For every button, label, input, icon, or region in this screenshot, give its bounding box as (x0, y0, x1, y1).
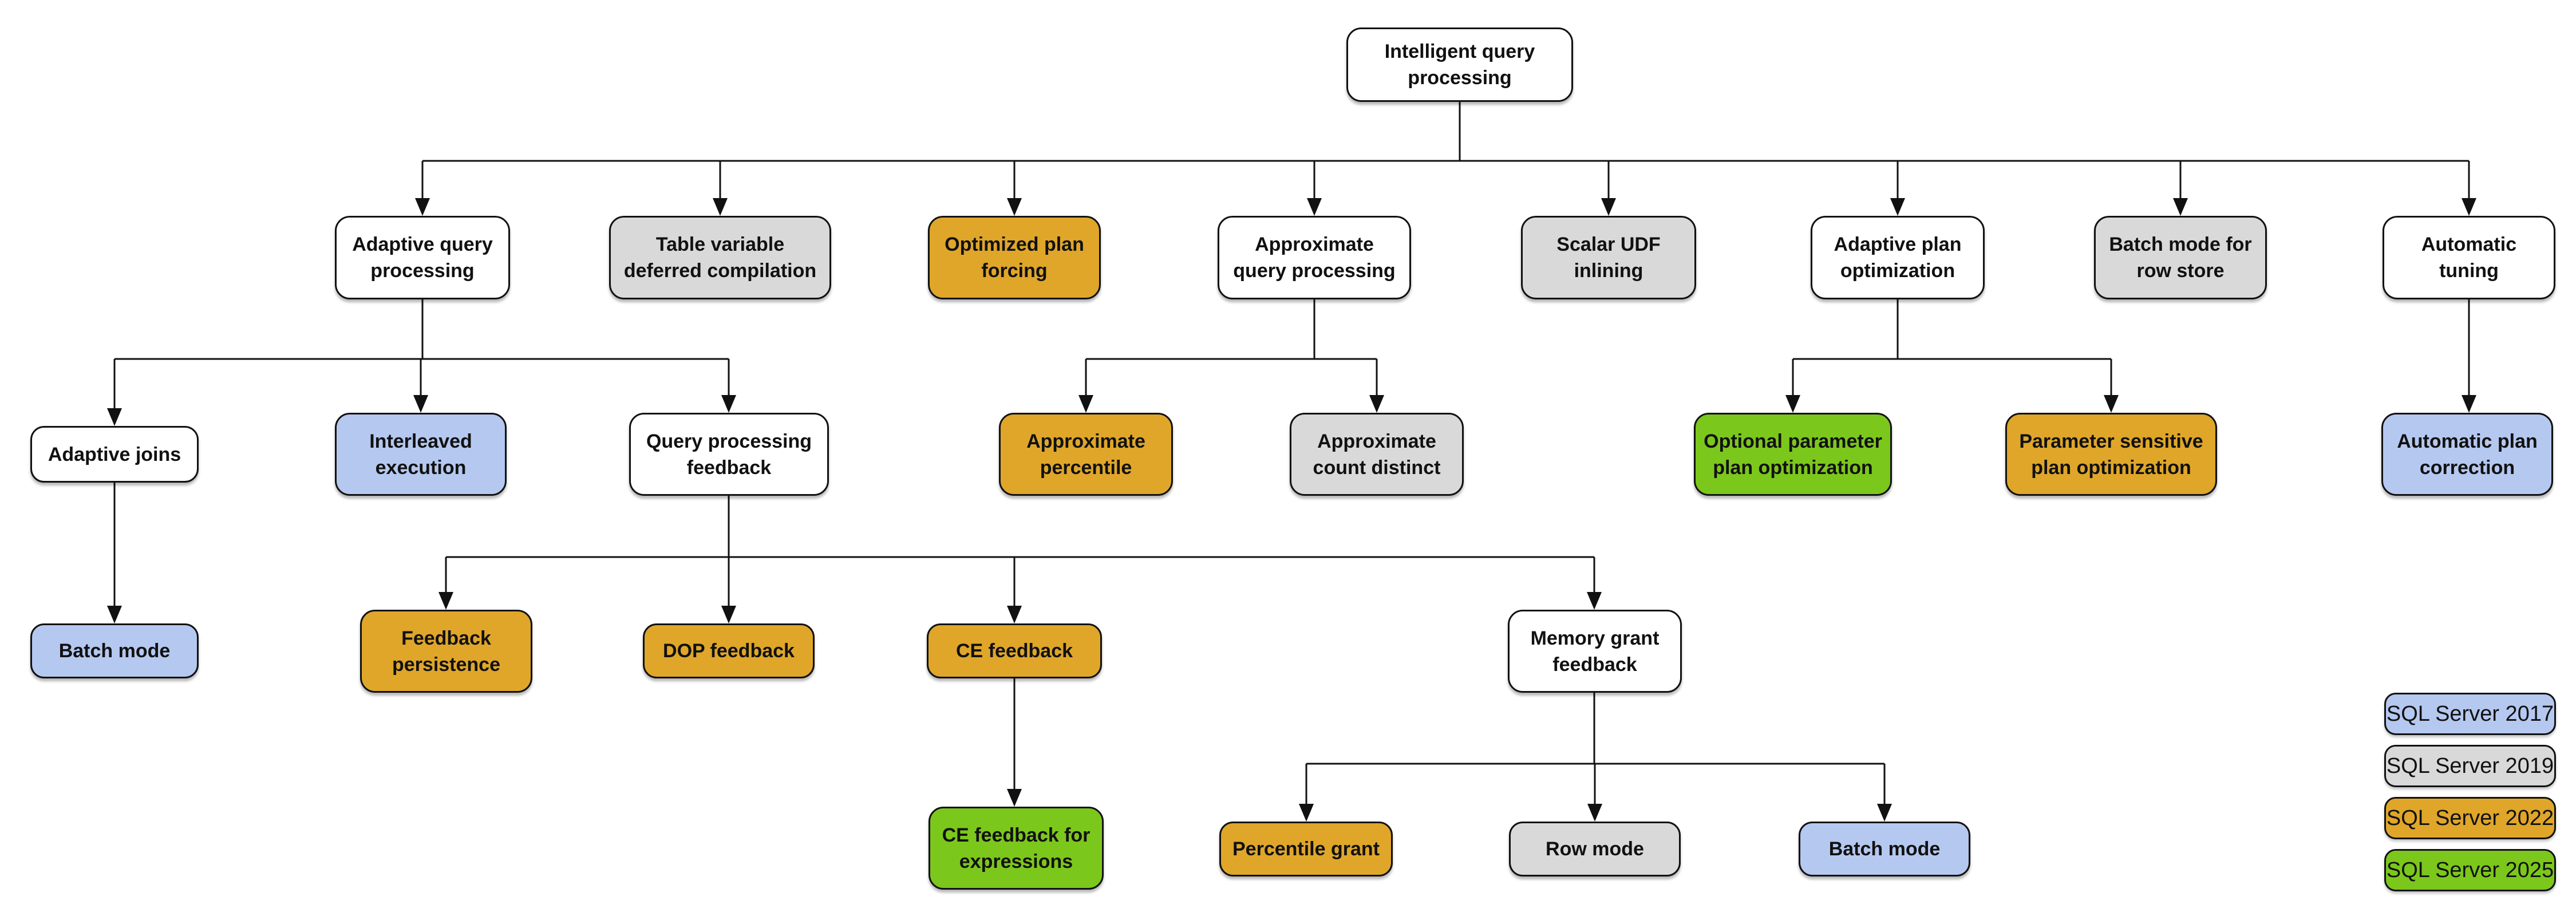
node-label: Batch mode for (2109, 234, 2252, 255)
node-label: row store (2136, 260, 2225, 282)
node-automatic-tuning: Automatic tuning (2383, 216, 2555, 299)
node-label: Approximate (1026, 430, 1145, 452)
node-label: Scalar UDF (1556, 234, 1661, 255)
legend-sql-server-2019: SQL Server 2019 (2384, 745, 2556, 787)
node-label: feedback (1552, 653, 1637, 676)
node-label: query processing (1233, 260, 1396, 282)
node-label: Parameter sensitive (2019, 430, 2203, 452)
node-label: Intelligent query (1384, 41, 1535, 62)
node-ce-feedback: CE feedback (927, 623, 1102, 678)
node-label: count distinct (1313, 456, 1441, 479)
node-label: Approximate (1255, 234, 1374, 255)
legend-label: SQL Server 2022 (2386, 806, 2554, 830)
node-batch-mode-for-row-store: Batch mode for row store (2094, 216, 2267, 299)
node-label: Automatic (2421, 234, 2517, 255)
node-batch-mode-adaptive-joins: Batch mode (30, 623, 199, 678)
connector-lines (113, 102, 2470, 808)
node-label: Adaptive plan (1834, 234, 1962, 255)
legend-label: SQL Server 2025 (2386, 858, 2554, 882)
node-label: Feedback (401, 627, 491, 649)
node-feedback-persistence: Feedback persistence (360, 610, 532, 693)
node-automatic-plan-correction: Automatic plan correction (2381, 413, 2553, 496)
node-query-processing-feedback: Query processing feedback (629, 413, 829, 496)
node-label: Query processing (646, 430, 812, 452)
node-label: optimization (1840, 260, 1955, 282)
node-label: Batch mode (58, 640, 171, 662)
node-parameter-sensitive-plan-optimization: Parameter sensitive plan optimization (2005, 413, 2217, 496)
node-label: DOP feedback (663, 640, 795, 662)
node-label: CE feedback (955, 640, 1073, 662)
node-label: Row mode (1546, 838, 1644, 860)
node-ce-feedback-for-expressions: CE feedback for expressions (929, 807, 1104, 890)
legend-sql-server-2022: SQL Server 2022 (2384, 797, 2556, 839)
legend-sql-server-2017: SQL Server 2017 (2384, 693, 2556, 735)
node-memory-grant-feedback: Memory grant feedback (1508, 610, 1682, 693)
node-label: Table variable (655, 234, 785, 255)
node-label: processing (1408, 67, 1512, 89)
node-label: Adaptive joins (48, 443, 181, 465)
node-scalar-udf-inlining: Scalar UDF inlining (1521, 216, 1696, 299)
node-label: persistence (392, 653, 500, 676)
node-label: tuning (2439, 260, 2499, 282)
node-adaptive-query-processing: Adaptive query processing (335, 216, 510, 299)
node-label: Percentile grant (1232, 838, 1380, 860)
node-label: feedback (686, 456, 772, 479)
node-adaptive-joins: Adaptive joins (30, 426, 199, 483)
legend-label: SQL Server 2019 (2386, 753, 2554, 778)
node-intelligent-query-processing: Intelligent query processing (1346, 27, 1573, 102)
node-label: forcing (981, 260, 1048, 282)
node-label: processing (370, 260, 475, 282)
node-label: Automatic plan (2397, 430, 2538, 452)
node-adaptive-plan-optimization: Adaptive plan optimization (1811, 216, 1985, 299)
legend-sql-server-2025: SQL Server 2025 (2384, 849, 2556, 891)
node-label: plan optimization (2031, 456, 2191, 479)
node-label: inlining (1574, 260, 1643, 282)
node-approximate-query-processing: Approximate query processing (1218, 216, 1411, 299)
node-label: Memory grant (1530, 627, 1660, 649)
node-label: Approximate (1317, 430, 1436, 452)
node-label: Batch mode (1828, 838, 1941, 860)
node-label: correction (2419, 456, 2515, 479)
node-table-variable-deferred-compilation: Table variable deferred compilation (609, 216, 831, 299)
node-row-mode: Row mode (1509, 822, 1681, 876)
legend-label: SQL Server 2017 (2386, 701, 2554, 726)
node-label: Optimized plan (945, 234, 1084, 255)
node-optional-parameter-plan-optimization: Optional parameter plan optimization (1694, 413, 1892, 496)
node-label: plan optimization (1713, 456, 1873, 479)
node-label: deferred compilation (623, 260, 817, 282)
node-approximate-count-distinct: Approximate count distinct (1290, 413, 1464, 496)
node-label: percentile (1040, 456, 1132, 479)
node-optimized-plan-forcing: Optimized plan forcing (928, 216, 1101, 299)
node-approximate-percentile: Approximate percentile (999, 413, 1173, 496)
node-batch-mode-memory-grant: Batch mode (1799, 822, 1970, 876)
node-dop-feedback: DOP feedback (643, 623, 815, 678)
node-label: execution (375, 456, 467, 479)
node-label: Adaptive query (352, 234, 493, 255)
node-label: Interleaved (369, 430, 472, 452)
node-interleaved-execution: Interleaved execution (335, 413, 507, 496)
node-label: Optional parameter (1704, 430, 1882, 452)
node-label: expressions (959, 850, 1073, 872)
node-percentile-grant: Percentile grant (1219, 822, 1393, 876)
node-label: CE feedback for (942, 824, 1091, 846)
